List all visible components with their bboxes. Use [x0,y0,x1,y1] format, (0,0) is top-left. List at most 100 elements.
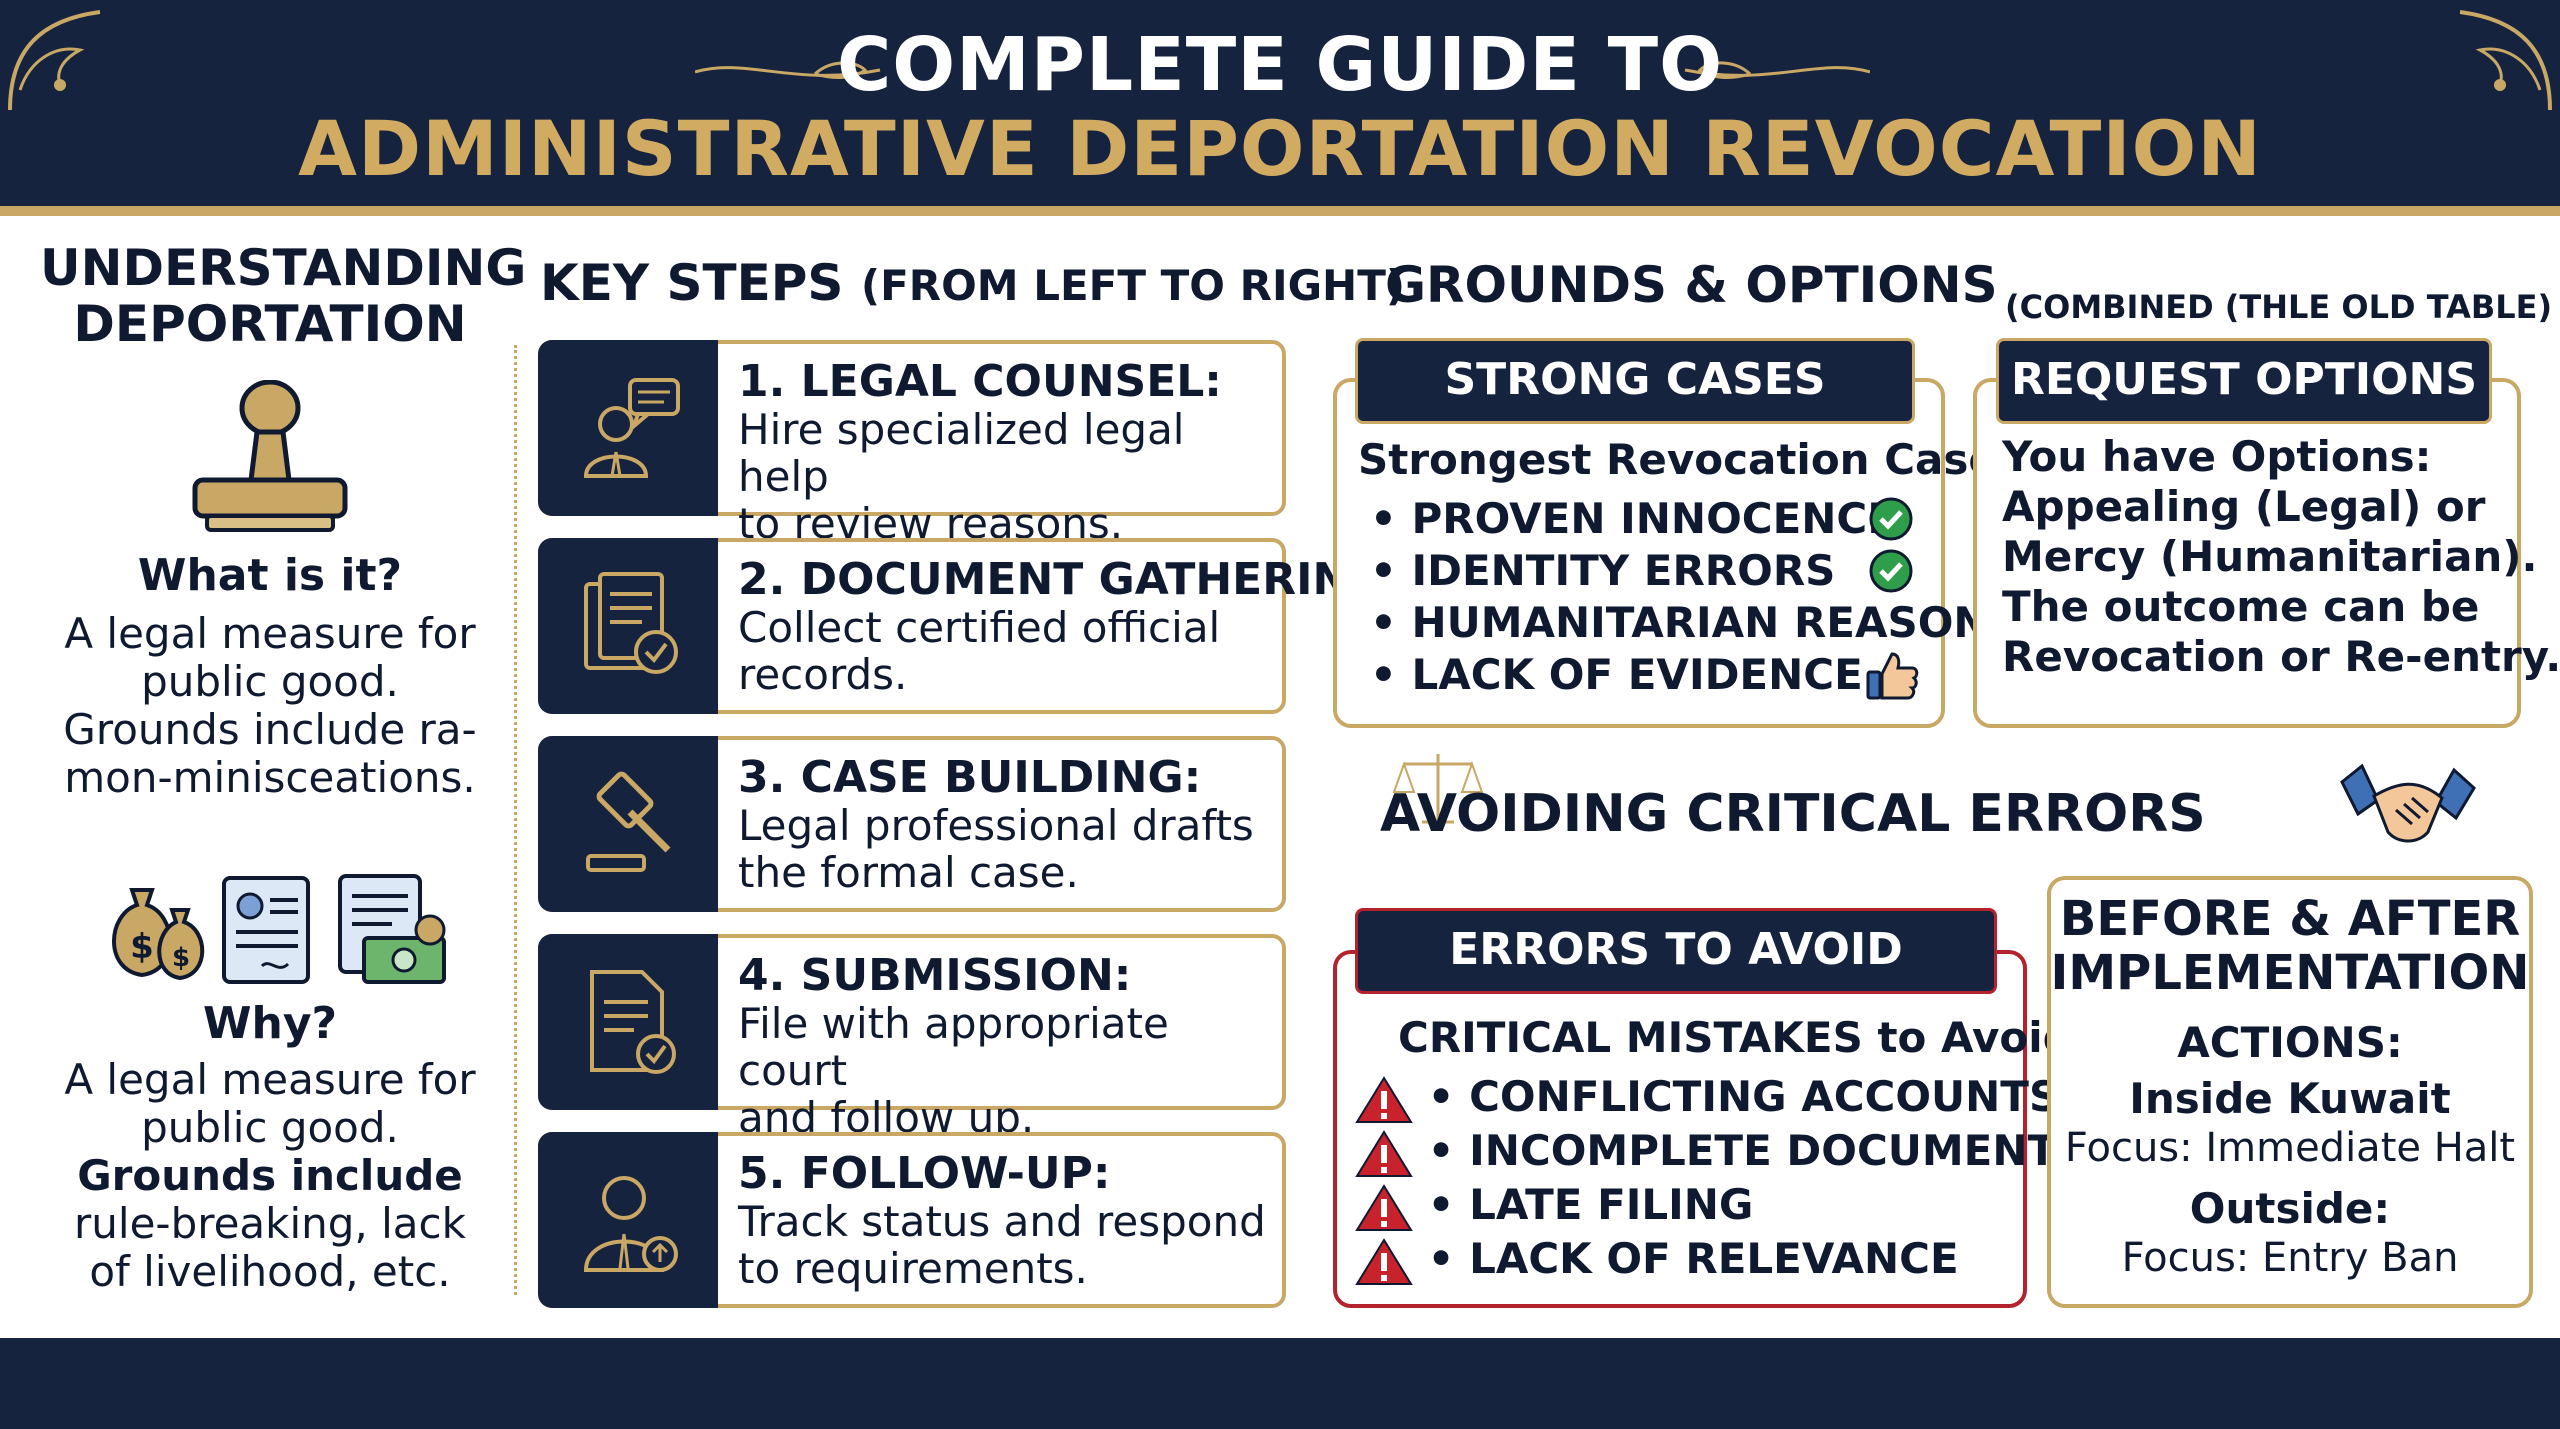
header-banner [0,0,2560,210]
step-line: Legal professional drafts [738,801,1254,850]
step-title: 3. CASE BUILDING: [738,752,1202,803]
lawyer-chat-icon [538,340,718,516]
thumbs-up-icon [1866,652,1919,700]
request-line: You have Options: [2002,432,2432,481]
error-label: CONFLICTING ACCOUNTS [1469,1072,2060,1121]
step-description: Legal professional drafts the formal cas… [738,802,1278,896]
understanding-heading: UNDERSTANDING DEPORTATION [40,239,527,352]
what-title: What is it? [137,550,403,601]
strong-case-label: HUMANITARIAN REASONS [1411,598,2019,647]
why-line: A legal measure for [64,1055,476,1104]
grounds-heading: GROUNDS & OPTIONS [1385,256,1998,314]
errors-tab: ERRORS TO AVOID [1355,908,1997,994]
understanding-heading-line1: UNDERSTANDING [40,239,527,297]
step-title: 2. DOCUMENT GATHERING: [738,554,1404,605]
footer-band [0,1338,2560,1429]
title-line-2: ADMINISTRATIVE DEPORTATION REVOCATION [298,104,2262,193]
warning-icon [1355,1075,1413,1123]
step-title: 4. SUBMISSION: [738,950,1132,1001]
step-description: Collect certified official records. [738,604,1278,698]
step-description: Hire specialized legal help to review re… [738,406,1278,547]
why-line: public good. [141,1103,399,1152]
step-line: records. [738,650,908,699]
error-item: • CONFLICTING ACCOUNTS [1355,1072,2059,1125]
request-options-tab: REQUEST OPTIONS [1996,338,2492,424]
strong-case-item: • HUMANITARIAN REASONS [1370,598,2019,647]
before-after-card [2047,876,2533,1308]
strong-case-label: PROVEN INNOCENCE [1411,494,1896,543]
avoiding-errors-heading: AVOIDING CRITICAL ERRORS [1380,784,2206,844]
warning-icon [1355,1183,1413,1231]
strong-case-item: • IDENTITY ERRORS [1370,546,1836,595]
why-bold-line: Grounds include [77,1151,463,1200]
scales-icon [1392,754,1484,824]
step-line: Hire specialized legal help [738,405,1185,501]
handshake-icon [2340,763,2476,843]
money-documents-icon: $ $ [112,874,446,984]
svg-text:$: $ [130,927,154,967]
why-line: rule-breaking, lack [74,1199,466,1248]
step-card: 4. SUBMISSION: File with appropriate cou… [538,934,1286,1141]
green-check-icon [1869,497,1913,541]
grounds-note: (COMBINED (THLE OLD TABLE) [2005,288,2553,326]
money-bag-icon: $ $ [112,888,205,981]
step-line: File with appropriate court [738,999,1169,1095]
step-description: File with appropriate court and follow u… [738,1000,1278,1141]
strong-case-item: • PROVEN INNOCENCE [1370,494,1896,543]
step-card: 3. CASE BUILDING: Legal professional dra… [538,736,1286,912]
errors-card [1333,950,2027,1308]
green-check-icon [1869,549,1913,593]
svg-text:$: $ [172,943,190,973]
error-item: • LACK OF RELEVANCE [1355,1234,1959,1287]
key-steps-heading: KEY STEPS (FROM LEFT TO RIGHT) [540,254,1405,312]
outside-title: Outside: [2189,1184,2391,1233]
step-line: Track status and respond [738,1197,1266,1246]
inside-title: Inside Kuwait [2129,1074,2451,1123]
error-item: • INCOMPLETE DOCUMENTS [1355,1126,2086,1179]
header-gold-rule [0,206,2560,216]
strong-cases-title: Strongest Revocation Cases: [1358,435,2039,484]
step-title: 5. FOLLOW-UP: [738,1148,1111,1199]
strong-cases-card [1333,378,1945,728]
inside-focus: Focus: Immediate Halt [2064,1125,2516,1171]
gavel-icon [538,736,718,912]
outside-focus: Focus: Entry Ban [2121,1235,2459,1281]
documents-check-icon [538,538,718,714]
error-label: INCOMPLETE DOCUMENTS [1469,1126,2087,1175]
title-line-1: COMPLETE GUIDE TO [836,22,1724,108]
request-line: Mercy (Humanitarian). [2002,532,2538,581]
strong-case-label: IDENTITY ERRORS [1411,546,1836,595]
step-line: the formal case. [738,848,1079,897]
document-submit-icon [538,934,718,1110]
key-steps-heading-main: KEY STEPS [540,254,844,312]
bill-document-icon [338,874,446,984]
what-line: A legal measure for [64,609,476,658]
error-label: LATE FILING [1469,1180,1754,1229]
step-card: 2. DOCUMENT GATHERING: Collect certified… [538,538,1403,714]
step-description: Track status and respond to requirements… [738,1198,1278,1292]
warning-icon [1355,1237,1413,1285]
corner-ornament-icon [2459,10,2552,111]
what-line: public good. [141,657,399,706]
stamp-icon [192,380,348,532]
request-options-text: You have Options: Appealing (Legal) or M… [2002,432,2560,682]
what-line: mon-minisceations. [64,753,476,802]
request-line: Appealing (Legal) or [2002,482,2486,531]
person-update-icon [538,1132,718,1308]
step-card: 5. FOLLOW-UP: Track status and respond t… [538,1132,1286,1308]
what-line: Grounds include ra- [63,705,477,754]
step-line: Collect certified official [738,603,1221,652]
flourish-icon [695,61,881,79]
error-item: • LATE FILING [1355,1180,1753,1233]
before-after-title-2: IMPLEMENTATION [2050,945,2530,1001]
step-title: 1. LEGAL COUNSEL: [738,356,1222,407]
steps-timeline [514,345,517,1295]
certificate-icon [222,876,310,984]
key-steps-heading-suffix: (FROM LEFT TO RIGHT) [860,261,1406,310]
strong-case-label: LACK OF EVIDENCE [1411,650,1863,699]
before-after-content: BEFORE & AFTER IMPLEMENTATION ACTIONS: I… [2047,892,2533,1282]
strong-cases-tab: STRONG CASES [1355,338,1915,424]
before-after-title-1: BEFORE & AFTER [2059,891,2521,947]
step-line: to requirements. [738,1244,1088,1293]
step-card: 1. LEGAL COUNSEL: Hire specialized legal… [538,340,1286,547]
